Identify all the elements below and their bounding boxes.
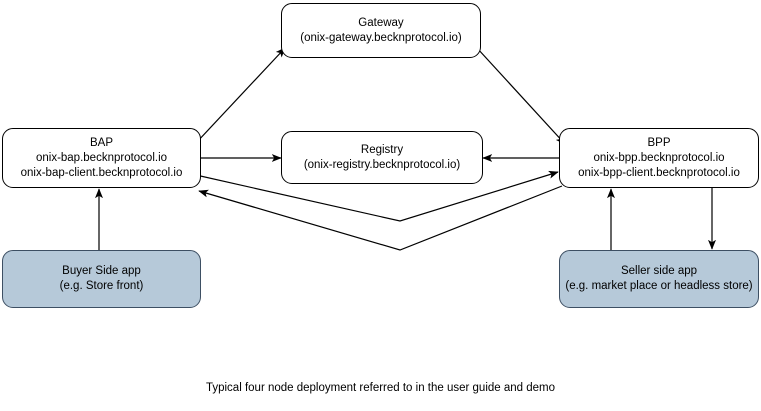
node-seller-app-subtitle: (e.g. market place or headless store) xyxy=(565,280,753,292)
node-seller-app[interactable]: Seller side app (e.g. market place or he… xyxy=(559,250,759,308)
node-bap-subtitle-2: onix-bap-client.becknprotocol.io xyxy=(20,166,183,179)
edge-bap-to-gateway xyxy=(195,47,286,144)
node-registry[interactable]: Registry (onix-registry.becknprotocol.io… xyxy=(281,131,483,184)
node-bpp-subtitle-2: onix-bpp-client.becknprotocol.io xyxy=(578,166,740,179)
node-buyer-app-title: Buyer Side app xyxy=(62,265,141,277)
node-gateway[interactable]: Gateway (onix-gateway.becknprotocol.io) xyxy=(281,3,481,58)
edge-bpp-to-bap xyxy=(198,185,563,251)
node-bpp-subtitle: onix-bpp.becknprotocol.io xyxy=(593,151,725,164)
edge-bap-to-bpp xyxy=(195,170,559,222)
diagram-caption: Typical four node deployment referred to… xyxy=(205,382,556,394)
node-bap-title: BAP xyxy=(89,136,113,149)
node-gateway-title: Gateway xyxy=(358,16,404,29)
node-bpp[interactable]: BPP onix-bpp.becknprotocol.io onix-bpp-c… xyxy=(559,128,759,188)
node-bap-subtitle: onix-bap.becknprotocol.io xyxy=(35,151,168,164)
node-bpp-title: BPP xyxy=(647,136,671,149)
node-gateway-subtitle: (onix-gateway.becknprotocol.io) xyxy=(300,31,462,44)
node-buyer-app-subtitle: (e.g. Store front) xyxy=(59,280,144,292)
node-buyer-app[interactable]: Buyer Side app (e.g. Store front) xyxy=(2,250,201,308)
node-registry-title: Registry xyxy=(360,143,404,156)
node-seller-app-title: Seller side app xyxy=(620,265,698,277)
node-bap[interactable]: BAP onix-bap.becknprotocol.io onix-bap-c… xyxy=(2,128,201,188)
edge-gateway-to-bpp xyxy=(476,47,566,145)
node-registry-subtitle: (onix-registry.becknprotocol.io) xyxy=(303,158,461,171)
